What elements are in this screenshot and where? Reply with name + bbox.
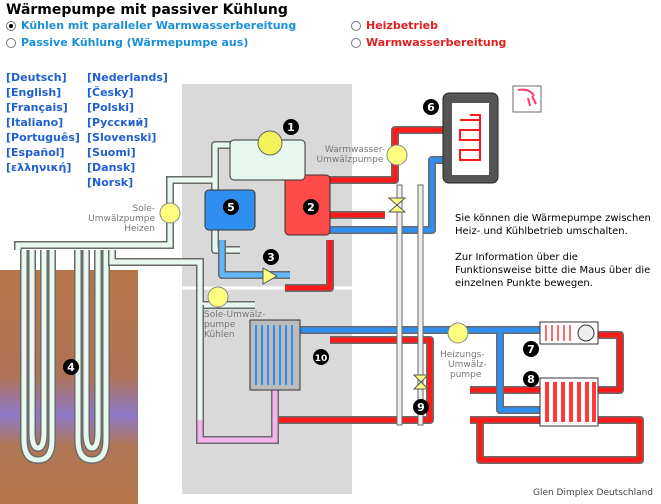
ground-probes	[14, 176, 255, 465]
switch-valve-icon[interactable]	[412, 374, 430, 390]
point-7[interactable]	[523, 341, 539, 357]
brine-pump-heating-icon[interactable]	[159, 202, 181, 224]
point-8-label: 8	[527, 373, 535, 386]
radiator-fins	[545, 382, 596, 422]
tank-coil	[459, 114, 481, 161]
language-list-right: [Nederlands] [Česky] [Polski] [Русский] …	[87, 70, 168, 190]
label-brine-cooling-2: pumpe	[204, 320, 236, 330]
lang-link-polski[interactable]: [Polski]	[87, 101, 135, 114]
point-4[interactable]	[63, 359, 79, 375]
label-hot-water-pump-2: Umwälzpumpe	[317, 155, 384, 165]
lang-link-francais[interactable]: [Français]	[6, 101, 68, 114]
heating-pump-icon[interactable]	[447, 322, 469, 344]
lang-link-deutsch[interactable]: [Deutsch]	[6, 71, 67, 84]
label-heating-pump-2: Umwälz-	[448, 360, 487, 370]
exchanger-plates	[255, 325, 293, 385]
point-4-label: 4	[67, 361, 75, 374]
label-brine-cooling-3: Kühlen	[204, 330, 235, 340]
point-6-label: 6	[427, 101, 435, 114]
lang-link-greek[interactable]: [ελληνική]	[6, 161, 72, 174]
point-9-label: 9	[417, 401, 425, 414]
label-hot-water-pump-1: Warmwasser-	[325, 145, 385, 155]
lang-link-italiano[interactable]: [Italiano]	[6, 116, 64, 129]
point-3[interactable]	[263, 249, 279, 265]
shower-water-icon	[517, 88, 537, 107]
label-heating-pump-3: pumpe	[450, 370, 482, 380]
fan-icon	[577, 324, 595, 342]
info-paragraph-1: Sie können die Wärmepumpe zwischen Heiz-…	[455, 213, 651, 237]
point-markers[interactable]: 1 2 3 4 5 6 7 8 9 10	[63, 99, 539, 415]
info-text: Sie können die Wärmepumpe zwischen Heiz-…	[455, 212, 655, 303]
mode-passive-cooling[interactable]: Passive Kühlung (Wärmepumpe aus)	[6, 36, 248, 49]
point-9[interactable]	[413, 399, 429, 415]
lang-link-cesky[interactable]: [Česky]	[87, 86, 134, 99]
lang-link-portugues[interactable]: [Português]	[6, 131, 80, 144]
point-2-label: 2	[307, 201, 315, 214]
point-7-label: 7	[527, 343, 535, 356]
brine-pump-cooling-icon[interactable]	[207, 286, 229, 308]
expansion-valve-icon[interactable]	[262, 267, 279, 285]
bypass-pipes	[396, 184, 424, 426]
point-3-label: 3	[267, 251, 275, 264]
lang-link-dansk[interactable]: [Dansk]	[87, 161, 136, 174]
mode-label: Warmwasserbereitung	[366, 36, 507, 49]
label-brine-heating-2: Umwälzpumpe	[88, 214, 155, 224]
label-brine-heating-3: Heizen	[124, 224, 155, 234]
footer-credit: Glen Dimplex Deutschland	[532, 488, 653, 498]
point-10-label: 10	[315, 354, 328, 364]
lang-link-slovenski[interactable]: [Slovenski]	[87, 131, 157, 144]
pump-labels: Warmwasser- Umwälzpumpe Sole- Umwälzpump…	[88, 145, 487, 380]
label-brine-cooling-1: Sole-Umwälz-	[204, 310, 265, 320]
label-brine-heating-1: Sole-	[132, 204, 155, 214]
lang-link-espanol[interactable]: [Español]	[6, 146, 65, 159]
three-way-valve-icon[interactable]	[387, 197, 407, 213]
info-paragraph-2: Zur Information über die Funktionsweise …	[455, 252, 651, 289]
lang-link-nederlands[interactable]: [Nederlands]	[87, 71, 168, 84]
lang-link-russian[interactable]: [Русский]	[87, 116, 149, 129]
radio-icon[interactable]	[351, 20, 361, 31]
mode-label: Kühlen mit paralleler Warmwasserbereitun…	[21, 19, 297, 32]
mode-heating[interactable]: Heizbetrieb	[351, 19, 438, 32]
point-5-label: 5	[227, 201, 235, 214]
radio-icon[interactable]	[351, 37, 361, 48]
fan-coil-fins	[545, 325, 571, 341]
mode-label: Passive Kühlung (Wärmepumpe aus)	[21, 36, 249, 49]
point-5[interactable]	[223, 199, 239, 215]
page-title: Wärmepumpe mit passiver Kühlung	[6, 2, 288, 18]
point-6[interactable]	[423, 99, 439, 115]
point-1-label: 1	[287, 121, 295, 134]
point-10[interactable]	[313, 349, 329, 365]
mode-label: Heizbetrieb	[366, 19, 438, 32]
compressor-icon[interactable]	[257, 130, 283, 156]
point-8[interactable]	[523, 371, 539, 387]
lang-link-english[interactable]: [English]	[6, 86, 62, 99]
mode-hot-water[interactable]: Warmwasserbereitung	[351, 36, 506, 49]
language-list-left: [Deutsch] [English] [Français] [Italiano…	[6, 70, 80, 175]
point-2[interactable]	[303, 199, 319, 215]
lang-link-norsk[interactable]: [Norsk]	[87, 176, 134, 189]
hot-water-pump-icon[interactable]	[386, 144, 408, 166]
cooling-exchanger-loop	[196, 390, 279, 444]
radio-icon-selected[interactable]	[6, 20, 16, 31]
mode-cooling-parallel-dhw[interactable]: Kühlen mit paralleler Warmwasserbereitun…	[6, 19, 296, 32]
radio-icon[interactable]	[6, 37, 16, 48]
point-1[interactable]	[283, 119, 299, 135]
lang-link-suomi[interactable]: [Suomi]	[87, 146, 136, 159]
label-heating-pump-1: Heizungs-	[440, 350, 485, 360]
